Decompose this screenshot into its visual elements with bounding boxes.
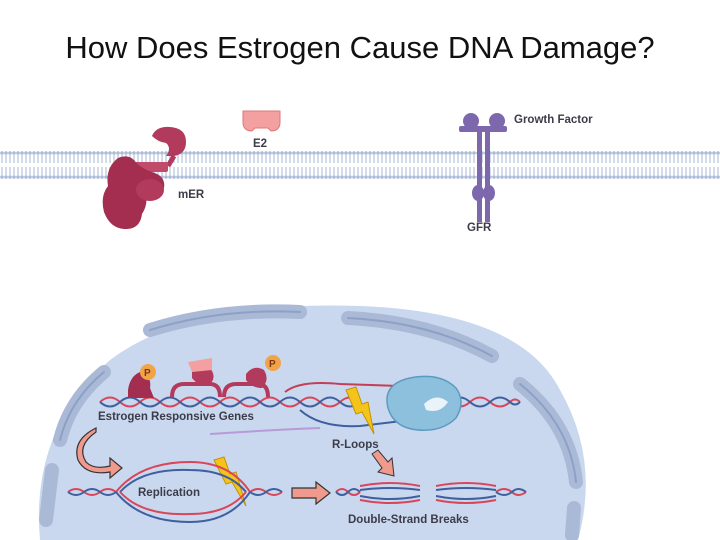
curved-arrow-icon bbox=[76, 427, 123, 480]
nucleus bbox=[38, 305, 586, 540]
r-loops-label: R-Loops bbox=[332, 439, 379, 451]
phosphate-label-2: P bbox=[269, 359, 276, 370]
growth-factor-receptor-icon bbox=[459, 113, 507, 222]
slide-title: How Does Estrogen Cause DNA Damage? bbox=[65, 30, 655, 65]
phosphate-label-1: P bbox=[144, 368, 151, 379]
nuclear-receptor-2-icon bbox=[170, 358, 222, 398]
gfr-label: GFR bbox=[467, 222, 492, 234]
lightning-icon-rloop bbox=[345, 386, 375, 435]
double-strand-breaks bbox=[335, 482, 527, 504]
lightning-icon-replication bbox=[213, 456, 247, 507]
down-arrow-icon bbox=[371, 449, 395, 477]
right-arrow-icon bbox=[291, 480, 331, 506]
membrane-estrogen-receptor-icon bbox=[102, 126, 186, 230]
dna-helix-top bbox=[99, 396, 521, 408]
replication-fork bbox=[67, 460, 283, 524]
growth-factor-label: Growth Factor bbox=[514, 114, 593, 126]
e2-label: E2 bbox=[253, 138, 267, 150]
estrogen-responsive-genes-label: Estrogen Responsive Genes bbox=[98, 411, 254, 423]
rna-polymerase-icon bbox=[386, 375, 462, 431]
mer-label: mER bbox=[178, 189, 205, 201]
estradiol-icon bbox=[242, 110, 281, 132]
replication-label: Replication bbox=[138, 487, 200, 499]
nuclear-receptor-3-icon bbox=[222, 355, 281, 398]
nuclear-receptor-1-icon bbox=[128, 364, 156, 398]
double-strand-breaks-label: Double-Strand Breaks bbox=[348, 514, 469, 526]
